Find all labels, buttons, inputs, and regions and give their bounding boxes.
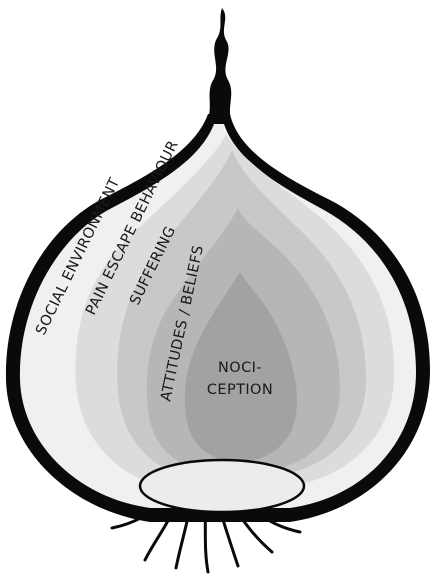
label-nociception-line2: CEPTION bbox=[207, 382, 273, 398]
onion-base-plate bbox=[140, 460, 304, 512]
onion-neck bbox=[206, 8, 232, 122]
label-nociception-line1: NOCI- bbox=[218, 360, 262, 376]
